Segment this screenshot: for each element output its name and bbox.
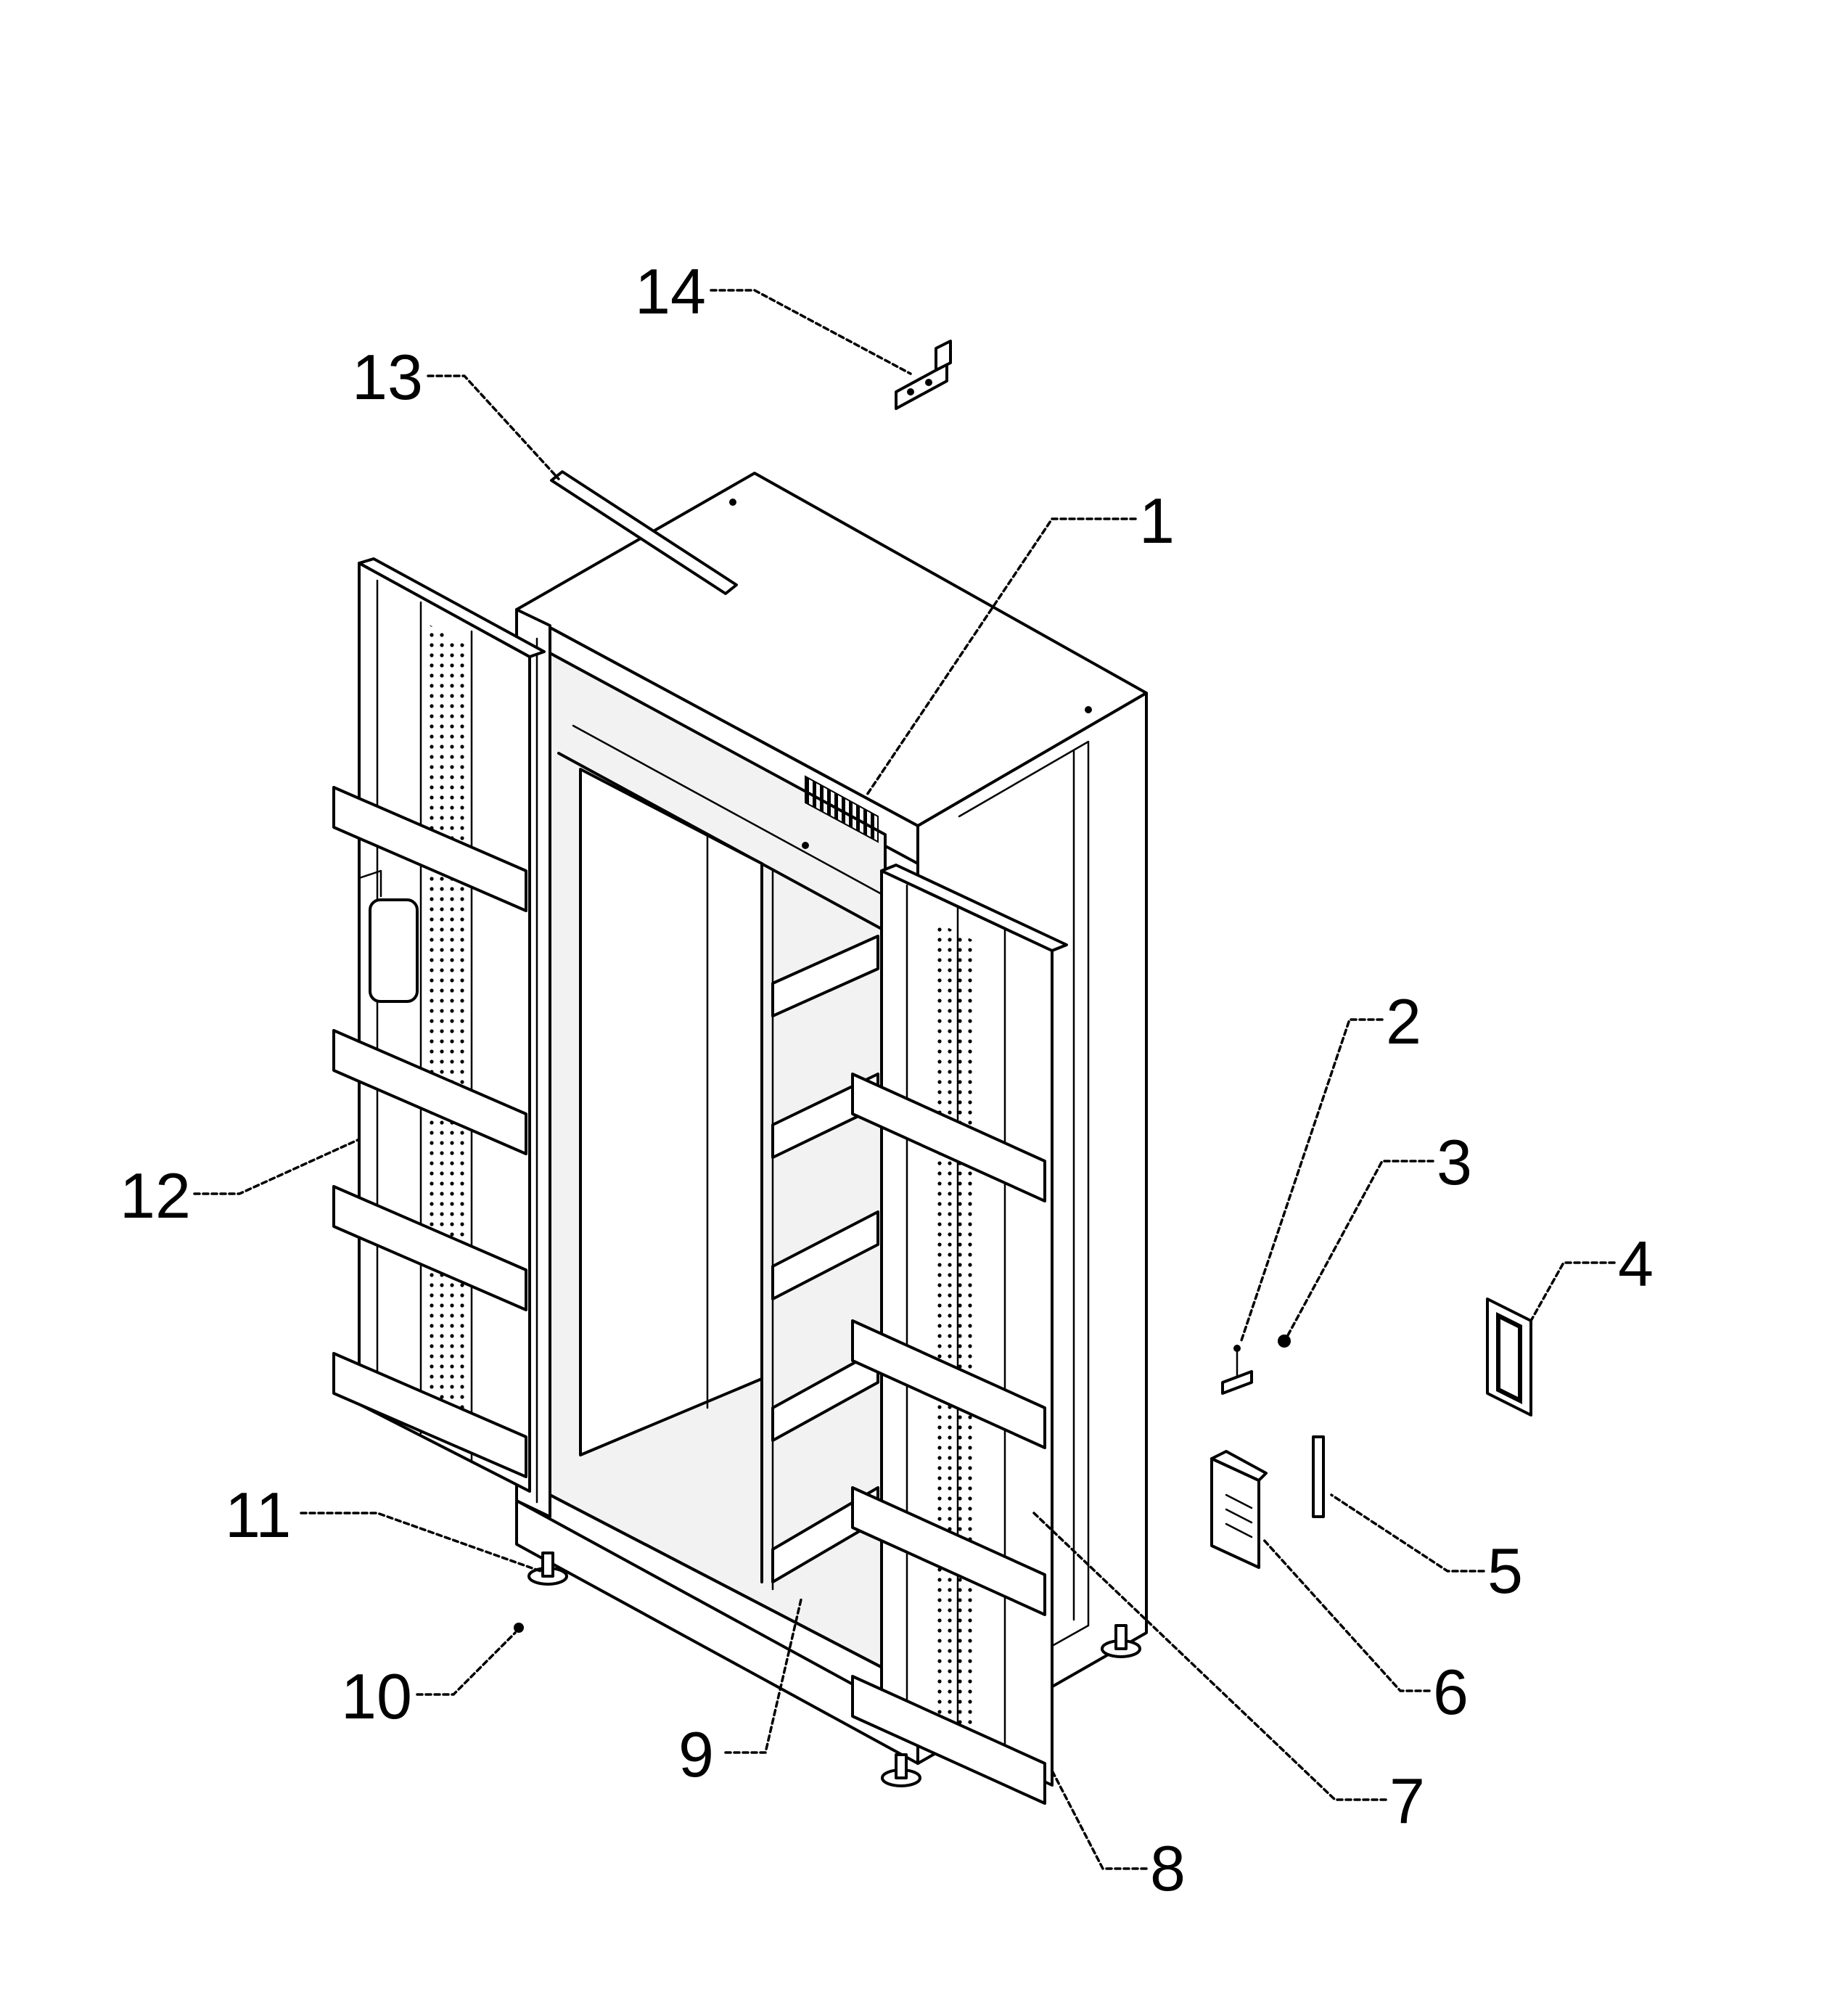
callout-2: 2 <box>1386 985 1421 1057</box>
panel-frame <box>1486 1298 1532 1417</box>
screw <box>1278 1335 1291 1348</box>
handle-strip <box>1312 1435 1325 1518</box>
callout-10: 10 <box>341 1660 412 1732</box>
hanging-rod <box>550 470 738 595</box>
callout-11: 11 <box>225 1479 291 1551</box>
callout-3: 3 <box>1437 1126 1472 1198</box>
right-door-bins <box>851 1073 1046 1805</box>
callout-numbers: 1 2 3 4 5 6 7 8 9 10 11 12 13 14 <box>120 255 1654 1904</box>
cabinet-divider <box>579 768 763 1456</box>
right-door <box>851 864 1068 1805</box>
handle <box>1210 1450 1268 1569</box>
callout-1: 1 <box>1139 485 1175 557</box>
bolt <box>514 1623 524 1633</box>
callout-13: 13 <box>352 341 423 413</box>
dispenser-cup <box>369 898 419 1003</box>
callout-12: 12 <box>120 1160 191 1231</box>
hinge-bracket <box>1221 1345 1253 1395</box>
callout-6: 6 <box>1433 1656 1469 1728</box>
callout-14: 14 <box>635 255 706 327</box>
mounting-bracket <box>895 340 952 410</box>
callout-7: 7 <box>1389 1765 1425 1837</box>
leader-lines <box>193 289 1616 1870</box>
callout-9: 9 <box>678 1718 714 1790</box>
callout-4: 4 <box>1618 1228 1654 1300</box>
callout-8: 8 <box>1150 1832 1186 1904</box>
vent-grille <box>805 775 879 843</box>
left-door-bins <box>332 786 527 1478</box>
callout-5: 5 <box>1487 1535 1523 1607</box>
feet <box>527 1552 1141 1787</box>
left-door <box>332 557 546 1493</box>
